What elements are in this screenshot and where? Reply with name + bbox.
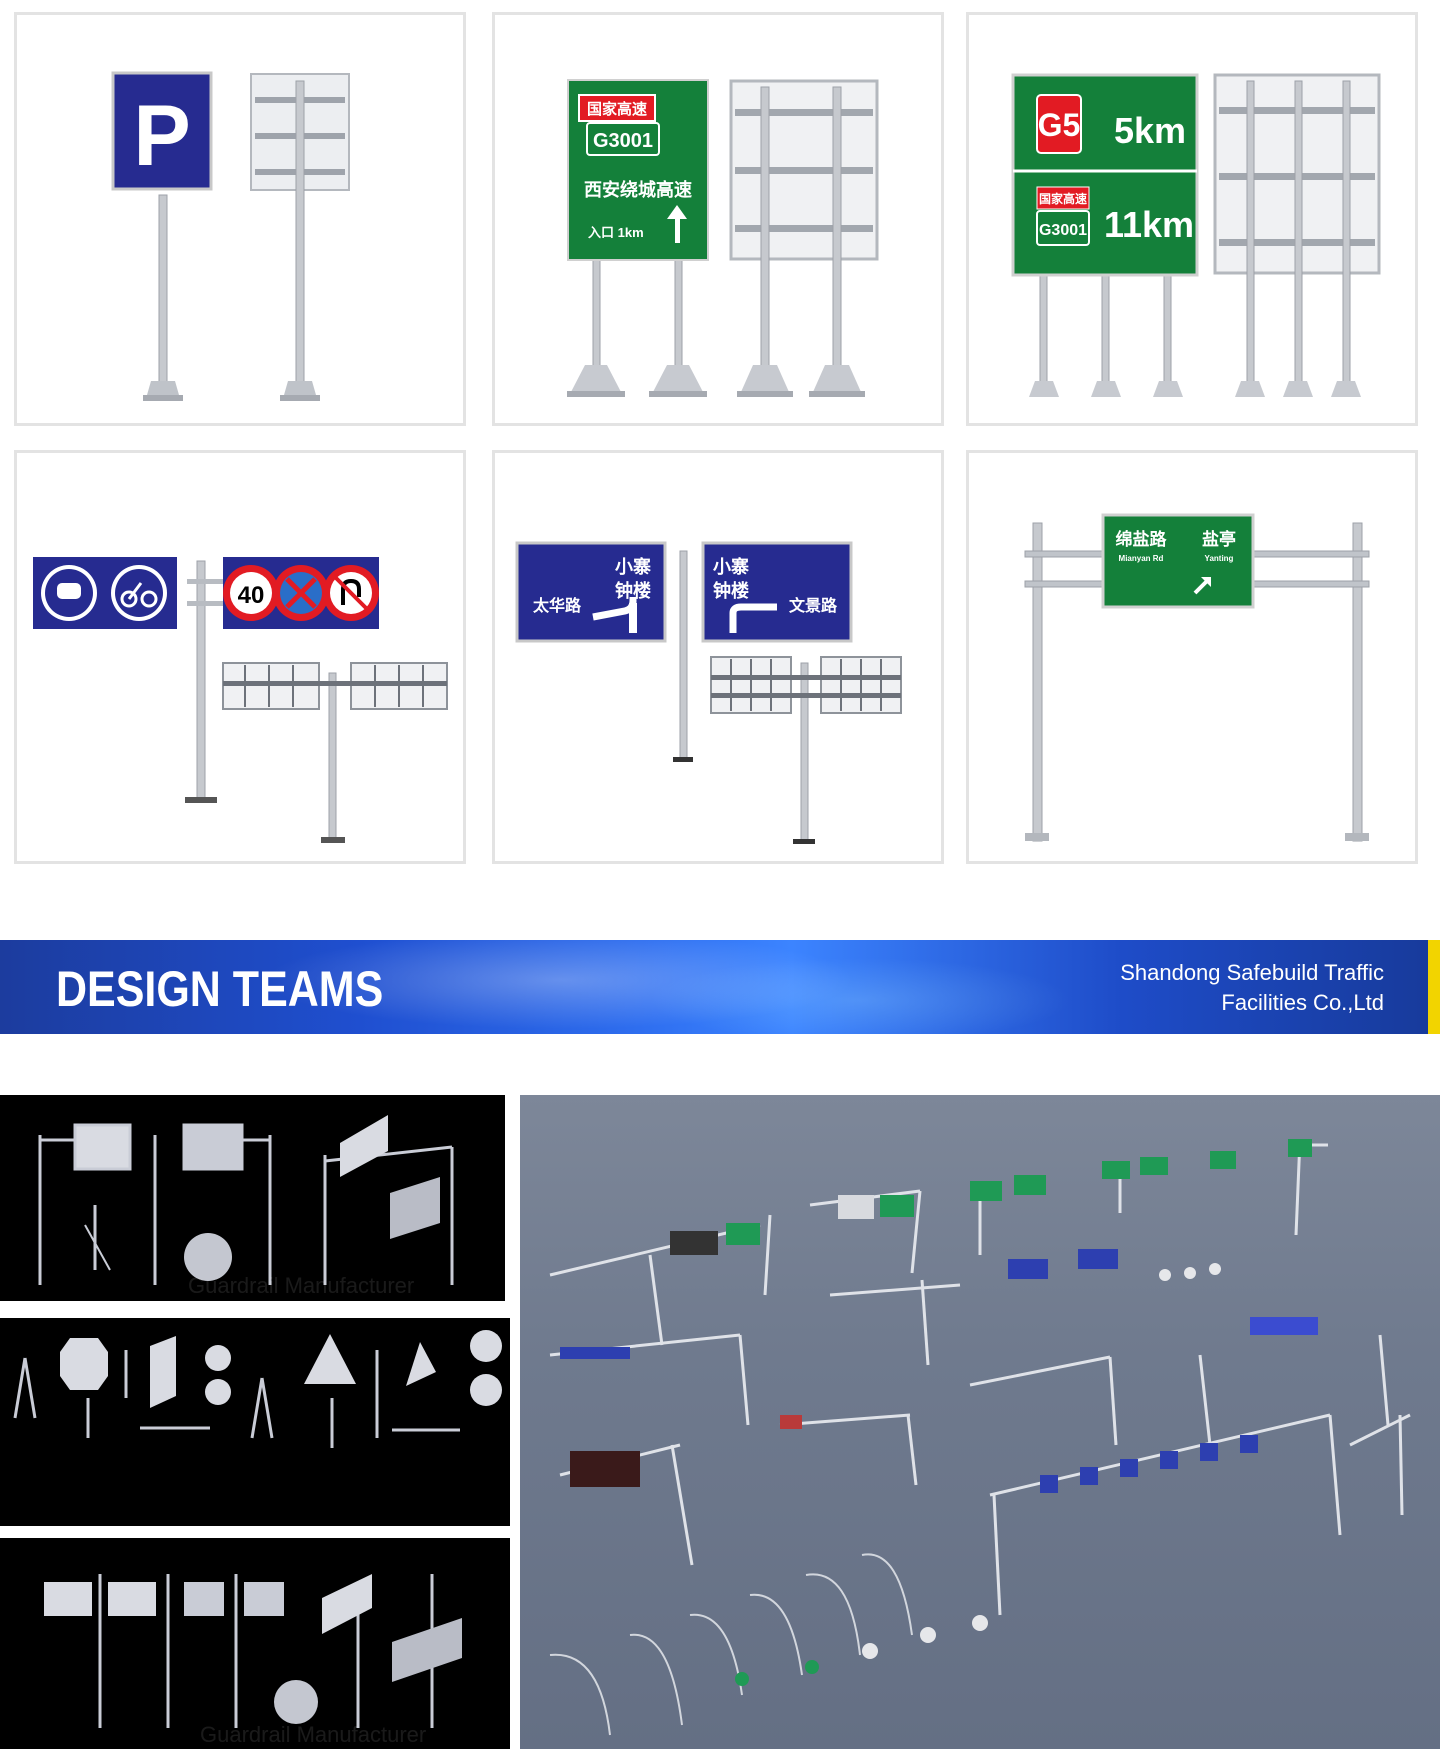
direction-left-top: 小寨 — [615, 556, 651, 577]
gantry-left-cn: 绵盐路 — [1116, 529, 1168, 549]
cad-cantilevers-drawing — [44, 1574, 462, 1728]
expressway-route: G3001 — [593, 130, 653, 152]
cad-panel-small-signs — [0, 1318, 510, 1526]
direction-right-road: 文景路 — [789, 596, 838, 615]
product-card-gantry-sign[interactable]: 绵盐路 Mianyan Rd 盐亭 Yanting — [966, 450, 1418, 864]
direction-left-mid: 钟楼 — [615, 580, 651, 601]
distance-value-b: 11km — [1104, 204, 1194, 245]
sign-3d-render-drawing — [549, 1138, 1411, 1736]
product-card-parking-sign[interactable]: P — [14, 12, 466, 426]
watermark-text: Guardrail Manufacturer — [188, 1273, 415, 1298]
sign-3d-render-panel — [520, 1095, 1440, 1749]
gantry-right-en: Yanting — [1205, 554, 1234, 563]
banner-company-name: Shandong Safebuild Traffic Facilities Co… — [1004, 958, 1384, 1018]
direction-left-road: 太华路 — [532, 596, 582, 615]
direction-sign-illustration: 小寨 钟楼 太华路 小寨 钟楼 文景路 — [515, 541, 902, 844]
speed-limit-value: 40 — [238, 582, 265, 609]
distance-route-a: G5 — [1038, 107, 1081, 143]
banner-title: DESIGN TEAMS — [56, 961, 384, 1017]
watermark-text-2: Guardrail Manufacturer — [200, 1722, 427, 1747]
cad-panel-frames: Guardrail Manufacturer — [0, 1095, 505, 1301]
cad-panel-cantilevers: Guardrail Manufacturer — [0, 1538, 510, 1749]
parking-sign-illustration: P — [111, 71, 350, 401]
cad-frames-drawing — [38, 1115, 454, 1285]
gantry-left-en: Mianyan Rd — [1119, 554, 1164, 563]
distance-route-b: G3001 — [1039, 222, 1087, 239]
distance-sign-illustration: G5 5km 国家高速 G3001 11km — [1011, 73, 1381, 397]
product-card-direction-sign[interactable]: 小寨 钟楼 太华路 小寨 钟楼 文景路 — [492, 450, 944, 864]
gantry-right-cn: 盐亭 — [1202, 529, 1236, 549]
company-line-2: Facilities Co.,Ltd — [1221, 990, 1384, 1015]
design-teams-banner: DESIGN TEAMS Shandong Safebuild Traffic … — [0, 940, 1440, 1034]
expressway-road-name: 西安绕城高速 — [584, 179, 692, 200]
distance-route-b-label: 国家高速 — [1039, 191, 1087, 206]
company-line-1: Shandong Safebuild Traffic — [1120, 960, 1384, 985]
product-card-distance-sign[interactable]: G5 5km 国家高速 G3001 11km — [966, 12, 1418, 426]
cad-small-signs-drawing — [13, 1330, 502, 1448]
prohibition-sign-illustration: 40 — [33, 557, 448, 843]
expressway-top-label: 国家高速 — [587, 100, 647, 118]
parking-letter: P — [133, 88, 190, 184]
direction-right-top: 小寨 — [713, 556, 749, 577]
gantry-sign-illustration: 绵盐路 Mianyan Rd 盐亭 Yanting — [1024, 513, 1370, 842]
product-card-expressway-sign[interactable]: 国家高速 G3001 西安绕城高速 入口 1km — [492, 12, 944, 426]
direction-right-mid: 钟楼 — [713, 580, 749, 601]
banner-accent-bar — [1428, 940, 1440, 1034]
expressway-entrance: 入口 1km — [588, 225, 644, 240]
product-card-prohibition-sign[interactable]: 40 — [14, 450, 466, 864]
distance-value-a: 5km — [1114, 110, 1186, 151]
expressway-sign-illustration: 国家高速 G3001 西安绕城高速 入口 1km — [567, 79, 879, 397]
